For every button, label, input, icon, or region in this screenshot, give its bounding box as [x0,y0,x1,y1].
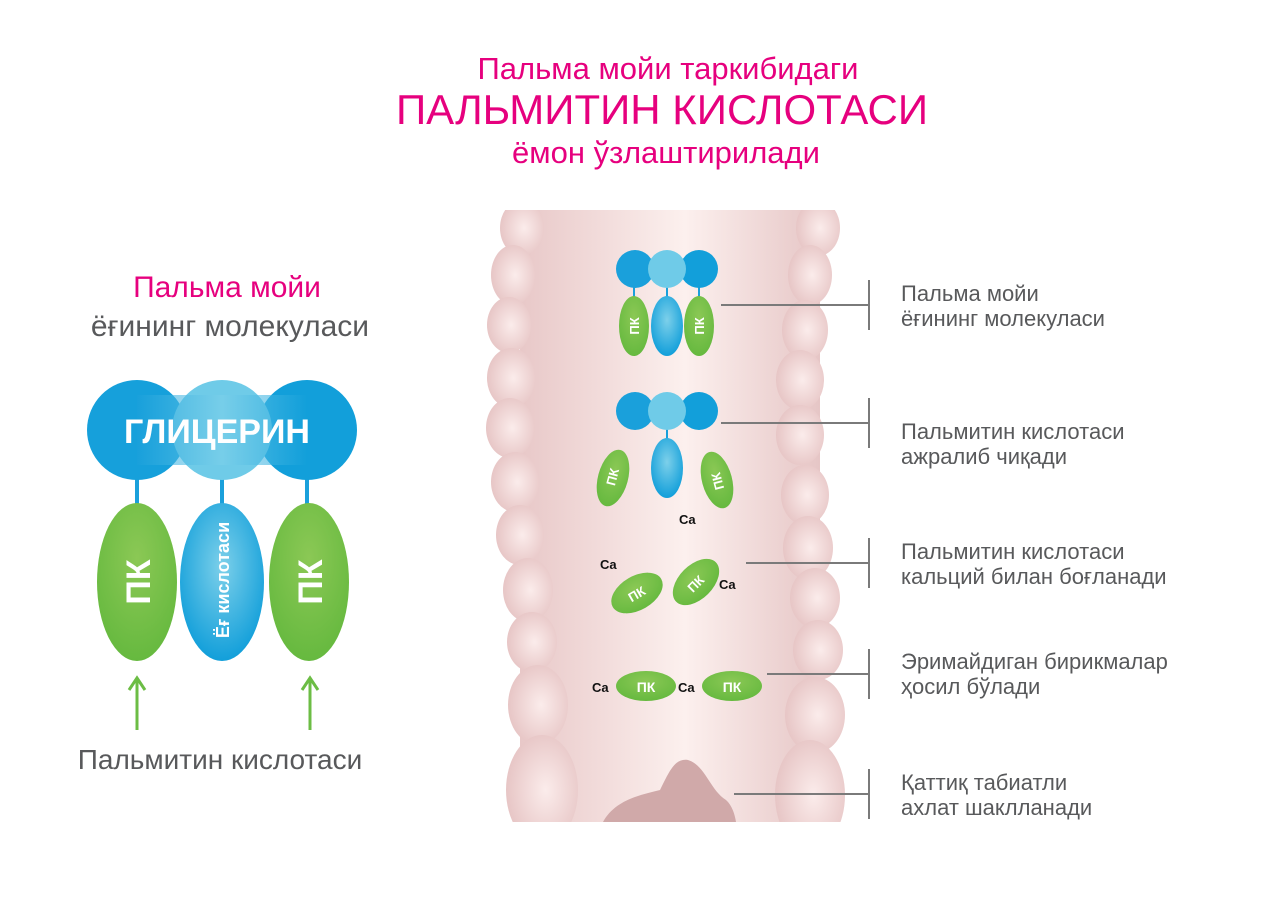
step5-line1: Қаттиқ табиатли [901,770,1067,795]
arrow-up-icon [300,675,320,730]
pk-ellipse [702,671,762,701]
ca-label: Ca [678,680,695,695]
pk-label: ПК [692,317,707,334]
glycerin-molecule [87,380,357,480]
step3-line2: кальций билан боғланади [901,564,1167,589]
title-line3: ёмон ўзлаштирилади [512,135,820,170]
pk-ellipse [672,558,720,606]
step3-line1: Пальмитин кислотаси [901,539,1125,564]
pointer-lines [721,280,870,819]
pk-label: ПК [603,466,622,487]
step2-line2: ажралиб чиқади [901,444,1067,469]
pk-ellipse [616,671,676,701]
step1-line1: Пальма мойи [901,281,1039,306]
pk-label: ПК [637,679,656,695]
intestine [486,210,845,822]
pk-label: ПК [723,679,742,695]
pk-ellipse-left [97,503,177,661]
step4-line1: Эримайдиган бирикмалар [901,649,1168,674]
step4-line2: ҳосил бўлади [901,674,1040,699]
ca-label: Ca [592,680,609,695]
glycerin-label: ГЛИЦЕРИН [124,413,310,451]
left-heading1: Пальма мойи [133,271,321,304]
title-line2: ПАЛЬМИТИН КИСЛОТАСИ [396,86,928,133]
pk-label: ПК [627,317,642,334]
pk-label-right: ПК [292,559,330,604]
pk-ellipse [611,572,663,614]
step1-line2: ёғининг молекуласи [901,306,1105,331]
molecule-split [596,392,734,509]
molecule-intact [616,250,718,356]
step2-line1: Пальмитин кислотаси [901,419,1125,444]
left-heading2: ёғининг молекуласи [91,310,369,343]
ca-label: Ca [679,512,696,527]
pk-ellipse-right [269,503,349,661]
left-caption: Пальмитин кислотаси [78,744,362,775]
title-line1: Пальма мойи таркибидаги [478,51,859,86]
pk-label-left: ПК [120,559,158,604]
fatty-acid-ellipse [180,503,264,661]
step5-line2: ахлат шаклланади [901,795,1092,820]
arrow-up-icon [127,675,147,730]
ca-label: Ca [719,577,736,592]
ca-label: Ca [600,557,617,572]
stool-shape [603,759,736,822]
pk-label: ПК [708,471,727,492]
fatty-acid-label: Ёғ кислотаси [213,522,233,638]
